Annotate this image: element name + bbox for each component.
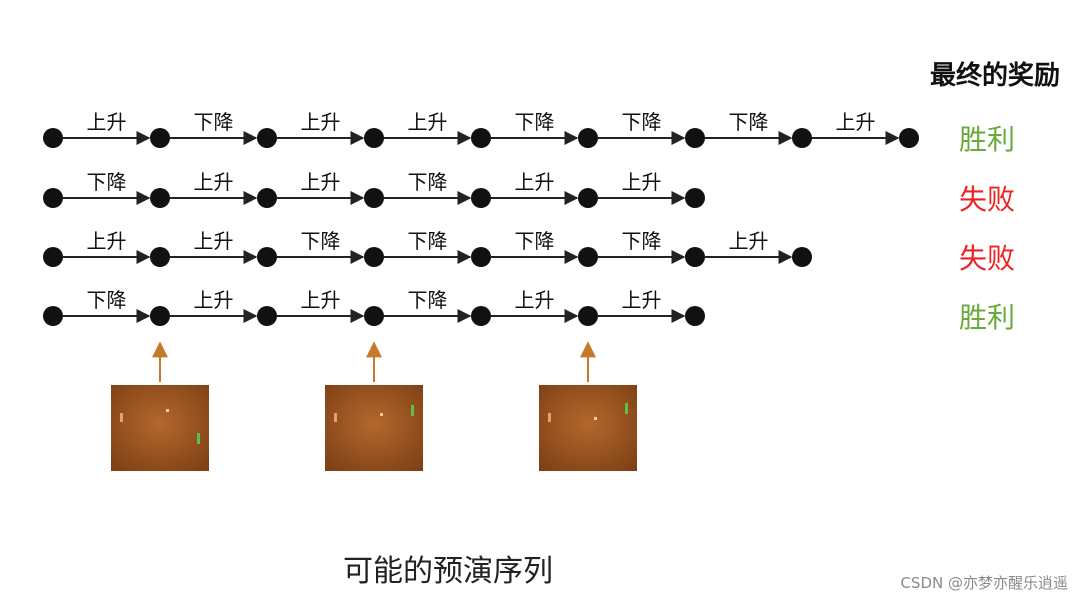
move-label: 上升: [836, 110, 876, 134]
move-label: 下降: [729, 110, 769, 134]
state-node: [685, 128, 705, 148]
ball: [380, 413, 383, 416]
move-label: 下降: [408, 229, 448, 253]
move-label: 上升: [515, 170, 555, 194]
state-node: [471, 128, 491, 148]
state-node: [150, 128, 170, 148]
left-paddle: [548, 413, 551, 422]
state-node: [899, 128, 919, 148]
state-node: [364, 188, 384, 208]
move-label: 上升: [622, 288, 662, 312]
move-label: 下降: [622, 110, 662, 134]
reward-label: 失败: [959, 242, 1015, 275]
move-label: 下降: [408, 288, 448, 312]
state-node: [685, 306, 705, 326]
move-label: 下降: [301, 229, 341, 253]
state-node: [578, 188, 598, 208]
move-label: 上升: [301, 170, 341, 194]
ball: [594, 417, 597, 420]
move-label: 下降: [515, 229, 555, 253]
move-label: 下降: [408, 170, 448, 194]
state-node: [685, 247, 705, 267]
move-label: 上升: [301, 110, 341, 134]
left-paddle: [334, 413, 337, 422]
move-label: 上升: [729, 229, 769, 253]
move-label: 上升: [515, 288, 555, 312]
rollout-sequences: 上升下降上升上升下降下降下降上升下降上升上升下降上升上升上升上升下降下降下降下降…: [43, 110, 919, 326]
move-label: 下降: [194, 110, 234, 134]
state-node: [257, 128, 277, 148]
sequence-row: 上升 下降 上升 上升 下降 下降 下降 上升: [43, 110, 919, 148]
reward-label: 胜利: [959, 301, 1015, 334]
pong-game-frame: [539, 341, 637, 471]
state-node: [43, 188, 63, 208]
game-screen: [539, 385, 637, 471]
state-node: [364, 306, 384, 326]
sequence-row: 下降 上升 上升 下降 上升 上升: [43, 288, 705, 326]
game-frames: [111, 341, 637, 471]
state-node: [150, 247, 170, 267]
state-node: [257, 306, 277, 326]
move-label: 上升: [194, 170, 234, 194]
state-node: [257, 247, 277, 267]
move-label: 上升: [87, 229, 127, 253]
game-screen: [111, 385, 209, 471]
state-node: [578, 128, 598, 148]
diagram-caption: 可能的预演序列: [343, 554, 553, 589]
reward-label: 胜利: [959, 123, 1015, 156]
state-node: [471, 306, 491, 326]
state-node: [43, 128, 63, 148]
right-paddle: [411, 405, 414, 416]
sequence-row: 下降 上升 上升 下降 上升 上升: [43, 170, 705, 208]
state-node: [792, 128, 812, 148]
state-node: [364, 247, 384, 267]
state-node: [257, 188, 277, 208]
state-node: [471, 247, 491, 267]
reward-column-title: 最终的奖励: [930, 60, 1060, 91]
pong-game-frame: [325, 341, 423, 471]
right-paddle: [625, 403, 628, 414]
watermark: CSDN @亦梦亦醒乐逍遥: [900, 574, 1068, 592]
move-label: 下降: [515, 110, 555, 134]
game-screen: [325, 385, 423, 471]
state-node: [471, 188, 491, 208]
ball: [166, 409, 169, 412]
move-label: 上升: [194, 229, 234, 253]
state-node: [792, 247, 812, 267]
state-node: [578, 247, 598, 267]
state-node: [43, 306, 63, 326]
move-label: 上升: [194, 288, 234, 312]
move-label: 下降: [87, 288, 127, 312]
move-label: 上升: [622, 170, 662, 194]
right-paddle: [197, 433, 200, 444]
state-node: [150, 188, 170, 208]
state-node: [43, 247, 63, 267]
move-label: 下降: [87, 170, 127, 194]
state-node: [685, 188, 705, 208]
state-node: [150, 306, 170, 326]
state-node: [578, 306, 598, 326]
state-node: [364, 128, 384, 148]
pong-game-frame: [111, 341, 209, 471]
move-label: 上升: [301, 288, 341, 312]
move-label: 上升: [408, 110, 448, 134]
move-label: 下降: [622, 229, 662, 253]
sequence-row: 上升 上升 下降 下降 下降 下降 上升: [43, 229, 812, 267]
left-paddle: [120, 413, 123, 422]
reward-label: 失败: [959, 183, 1015, 216]
move-label: 上升: [87, 110, 127, 134]
